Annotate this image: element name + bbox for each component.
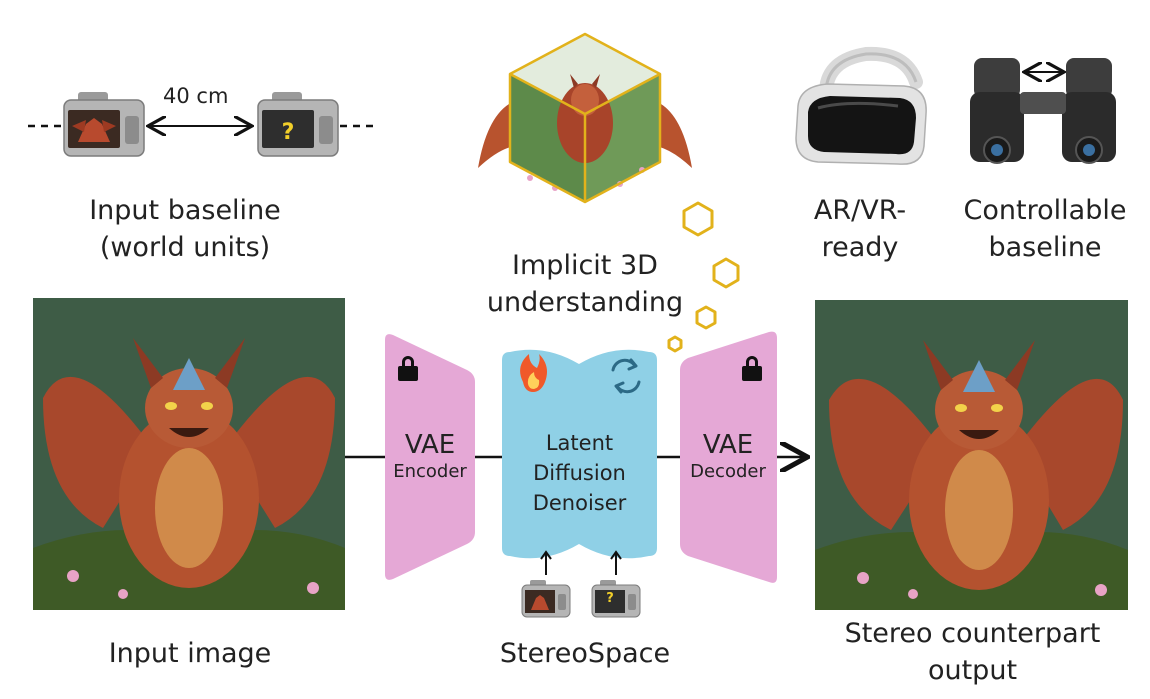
vae-decoder-label: VAE Decoder [682,430,774,484]
baseline-distance-label: 40 cm [163,84,228,108]
stereospace-label: StereoSpace [470,635,700,672]
right-camera-icon [258,92,338,156]
conditioning-cameras [520,578,645,620]
arvr-ready-label: AR/VR- ready [795,192,925,266]
small-left-camera-icon [522,580,570,617]
binoculars-icon [968,52,1118,170]
hexagon-large [684,203,712,235]
input-image-label: Input image [60,635,320,672]
stereo-output-label: Stereo counterpart output [820,615,1125,689]
implicit-3d-label: Implicit 3D understanding [465,247,705,321]
small-camera-question-mark: ? [595,591,625,606]
input-image [33,298,345,610]
denoiser-label: Latent Diffusion Denoiser [502,428,657,518]
vr-headset-icon [788,42,928,172]
right-camera-question-mark: ? [280,120,296,145]
implicit-3d-cube-icon [470,28,700,208]
hexagon-medium [714,259,738,287]
controllable-baseline-label: Controllable baseline [950,192,1140,266]
output-image [815,300,1128,610]
vae-encoder-label: VAE Encoder [385,430,475,484]
left-camera-icon [64,92,144,156]
input-baseline-label: Input baseline (world units) [40,192,330,266]
